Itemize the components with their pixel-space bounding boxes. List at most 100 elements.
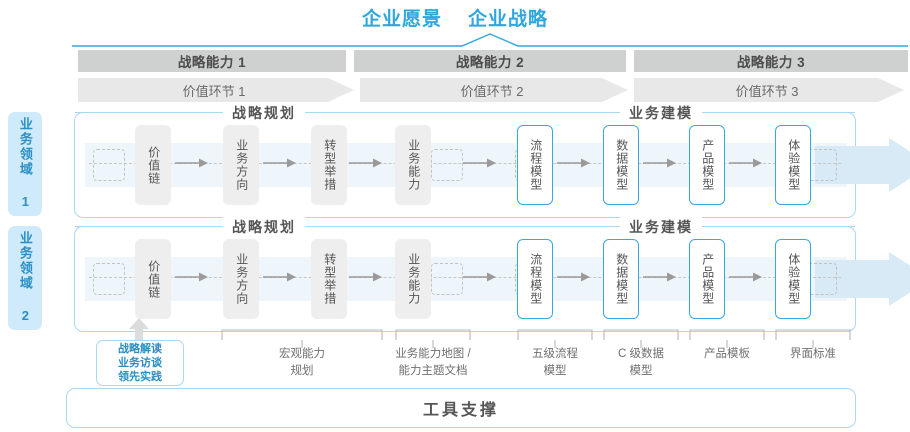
capability-cell-2[interactable]: 战略能力 2 [354,50,626,72]
value-segment-label-1[interactable]: 价值环节 1 [182,83,246,99]
node-label: 体验模型 [786,253,801,305]
tool-label-capability-map: 业务能力地图 / 能力主题文档 [363,346,503,379]
node-data-model-1[interactable]: 数据模型 [603,125,639,205]
placeholder-box-1b [431,149,463,181]
placeholder-box-2b [431,263,463,295]
business-domain-2-row: 战略规划 业务建模 价值链 业务方向 转型举措 业务能力 流程模型 数据模型 产… [74,217,910,332]
connector-arrow-icon [729,158,762,168]
tool-label-line: 界面标准 [790,348,836,360]
tool-label-interface-standard: 界面标准 [743,346,883,363]
node-business-capability-1[interactable]: 业务能力 [395,125,431,205]
bracket-line [72,33,908,47]
connector-arrow-icon [349,158,382,168]
capability-cell-3[interactable]: 战略能力 3 [634,50,908,72]
node-experience-model-1[interactable]: 体验模型 [775,125,811,205]
tool-label-line: C 级数据 [618,348,664,360]
node-label: 业务方向 [234,253,249,305]
node-business-direction-2[interactable]: 业务方向 [223,239,259,319]
node-business-capability-2[interactable]: 业务能力 [395,239,431,319]
tool-label-line: 业务能力地图 / [395,348,471,360]
tool-label-product-template: 产品模板 [657,346,797,363]
tool-label-c-level-data-model: C 级数据 模型 [571,346,711,379]
sidebar-item-business-domain-1[interactable]: 业务领域 1 [8,112,42,216]
placeholder-box-2a [93,263,125,295]
tool-support-footer: 工具支撑 [66,388,856,428]
tool-label-five-level-process-model: 五级流程 模型 [485,346,625,379]
group-rule-mid-2 [293,226,623,227]
tool-label-line: 规划 [290,364,314,377]
group-title-business-modeling-1: 业务建模 [620,103,702,123]
group-rule-mid-1 [293,112,623,113]
value-segment-label-3[interactable]: 价值环节 3 [735,83,799,99]
capability-header-row: 战略能力 1 战略能力 2 战略能力 3 [78,50,908,72]
tool-to-node-up-arrow-icon [129,318,149,342]
node-label: 数据模型 [614,253,629,305]
connector-arrow-icon [557,158,590,168]
node-label: 转型举措 [322,253,337,305]
enterprise-strategy-title: 企业战略 [468,9,549,30]
connector-arrow-icon [349,272,382,282]
node-experience-model-2[interactable]: 体验模型 [775,239,811,319]
node-data-model-2[interactable]: 数据模型 [603,239,639,319]
flow-out-arrow-2 [815,252,910,306]
node-label: 业务能力 [406,139,421,191]
capability-cell-1[interactable]: 战略能力 1 [78,50,346,72]
tool-input-line-1: 战略解读 [118,342,162,355]
enterprise-vision-title: 企业愿景 [361,9,442,30]
business-domain-1-row: 战略规划 业务建模 价值链 业务方向 转型举措 业务能力 流程模型 数据模型 产… [74,103,910,218]
value-segment-label-2[interactable]: 价值环节 2 [460,83,524,99]
node-label: 业务能力 [406,253,421,305]
connector-arrow-icon [175,272,208,282]
node-business-direction-1[interactable]: 业务方向 [223,125,259,205]
tool-brackets [221,329,851,348]
tool-inputs-box[interactable]: 战略解读 业务访谈 领先实践 [96,340,184,386]
flow-out-arrow-1 [815,138,910,192]
node-label: 产品模型 [700,253,715,305]
node-label: 数据模型 [614,139,629,191]
node-transformation-initiative-2[interactable]: 转型举措 [311,239,347,319]
tool-label-line: 模型 [629,364,653,377]
group-title-business-modeling-2: 业务建模 [620,217,702,237]
group-rule-left-1 [75,112,223,113]
value-segment-row: 价值环节 1 价值环节 2 价值环节 3 [78,78,910,102]
group-rule-right-1 [689,112,855,113]
node-product-model-2[interactable]: 产品模型 [689,239,725,319]
connector-arrow-icon [643,158,676,168]
connector-arrow-icon [463,158,496,168]
capability-gap-2 [626,50,634,72]
value-segment-chevrons [78,78,904,102]
node-label: 业务方向 [234,139,249,191]
node-label: 产品模型 [700,139,715,191]
node-transformation-initiative-1[interactable]: 转型举措 [311,125,347,205]
node-label: 流程模型 [528,253,543,305]
tool-input-line-3: 领先实践 [118,371,162,384]
group-rule-left-2 [75,226,223,227]
node-product-model-1[interactable]: 产品模型 [689,125,725,205]
connector-arrow-icon [463,272,496,282]
connector-arrow-icon [729,272,762,282]
node-value-chain-2[interactable]: 价值链 [135,239,171,319]
connector-arrow-icon [263,158,296,168]
tool-label-line: 宏观能力 [279,348,325,360]
placeholder-box-1a [93,149,125,181]
node-value-chain-1[interactable]: 价值链 [135,125,171,205]
capability-gap-1 [346,50,354,72]
tool-input-line-2: 业务访谈 [118,356,162,369]
tool-label-line: 五级流程 [532,348,578,360]
node-label: 价值链 [146,259,161,299]
business-domain-2-label: 业务领域 2 [17,231,33,325]
top-titles: 企业愿景 企业战略 [0,4,910,31]
tool-label-line: 产品模板 [704,348,750,360]
group-rule-right-2 [689,226,855,227]
node-label: 价值链 [146,145,161,185]
node-label: 体验模型 [786,139,801,191]
node-process-model-1[interactable]: 流程模型 [517,125,553,205]
group-title-strategy-planning-2: 战略规划 [223,217,305,237]
tool-label-line: 模型 [543,364,567,377]
node-process-model-2[interactable]: 流程模型 [517,239,553,319]
tool-inputs-lines: 战略解读 业务访谈 领先实践 [118,342,162,385]
node-label: 转型举措 [322,139,337,191]
connector-arrow-icon [557,272,590,282]
sidebar-item-business-domain-2[interactable]: 业务领域 2 [8,226,42,330]
